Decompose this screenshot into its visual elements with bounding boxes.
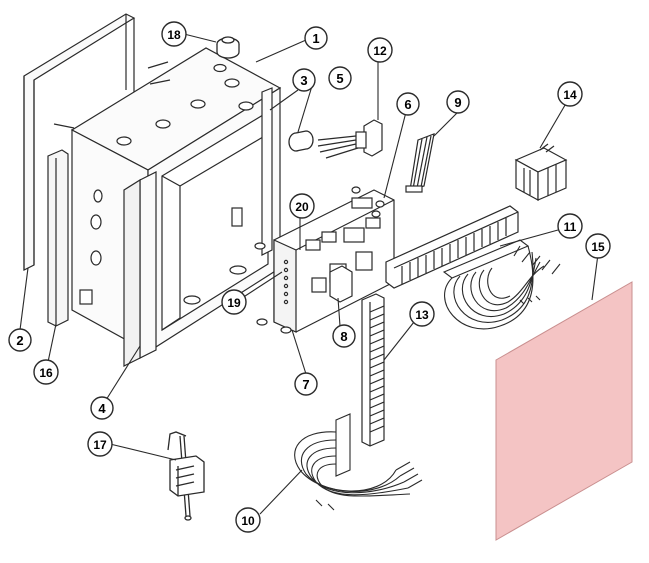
callout-18: 18 — [161, 21, 187, 47]
part-1-enclosure-box — [70, 47, 282, 354]
callout-9: 9 — [446, 90, 470, 114]
part-15-panel — [495, 281, 633, 541]
part-3-bracket — [261, 87, 273, 256]
callout-12-label: 12 — [373, 44, 387, 58]
callout-2-label: 2 — [16, 333, 23, 348]
callout-13: 13 — [409, 301, 435, 327]
mounting-studs — [53, 61, 171, 129]
callout-16-label: 16 — [39, 366, 53, 380]
part-5-cap — [288, 130, 314, 152]
part-9-ribbon-cable — [405, 133, 435, 193]
callout-7-label: 7 — [302, 377, 309, 392]
callout-11-label: 11 — [564, 220, 577, 234]
callout-1: 1 — [304, 26, 328, 50]
callout-19-label: 19 — [227, 296, 241, 310]
callout-14: 14 — [557, 81, 583, 107]
callout-9-label: 9 — [454, 95, 461, 110]
part-8-relay — [329, 265, 353, 303]
callout-14-label: 14 — [563, 88, 577, 102]
panel-surface — [495, 281, 633, 541]
callout-12: 12 — [367, 37, 393, 63]
callout-10: 10 — [235, 507, 261, 533]
part-16-side-rail — [47, 149, 69, 327]
callout-20: 20 — [289, 193, 315, 219]
part-18-bushing — [216, 36, 240, 59]
callout-18-label: 18 — [167, 28, 181, 42]
part-7-circuit-board — [254, 186, 395, 334]
part-11-wire-loops — [442, 239, 561, 330]
callout-3-label: 3 — [300, 73, 307, 88]
callout-11: 11 — [557, 213, 583, 239]
leader-lines — [19, 33, 599, 515]
callout-3: 3 — [292, 68, 316, 92]
callout-6-label: 6 — [404, 97, 411, 112]
part-2-mounting-channel — [23, 13, 136, 271]
callout-16: 16 — [33, 359, 59, 385]
callout-15: 15 — [585, 233, 611, 259]
part-10-wire-harness — [294, 413, 423, 511]
callout-1-label: 1 — [312, 31, 319, 46]
callout-5-label: 5 — [336, 71, 343, 86]
callout-19: 19 — [221, 289, 247, 315]
part-4-front-strap — [123, 171, 157, 367]
callout-6: 6 — [396, 92, 420, 116]
callout-15-label: 15 — [591, 240, 605, 254]
callout-10-label: 10 — [241, 514, 255, 528]
part-13-terminal-strip — [361, 293, 385, 447]
callout-2: 2 — [8, 328, 32, 352]
callout-17: 17 — [87, 431, 113, 457]
callout-13-label: 13 — [415, 308, 429, 322]
callout-4: 4 — [90, 396, 114, 420]
part-11-terminal-block — [385, 205, 519, 289]
callout-7: 7 — [294, 372, 318, 396]
part-14-transformer — [514, 143, 568, 202]
callout-20-label: 20 — [295, 200, 309, 214]
part-17-latch-hook — [167, 431, 205, 521]
part-12-connector — [317, 119, 383, 159]
callout-8-label: 8 — [340, 329, 347, 344]
callout-17-label: 17 — [93, 438, 107, 452]
callout-8: 8 — [332, 324, 356, 348]
callout-4-label: 4 — [98, 401, 106, 416]
callout-5: 5 — [328, 66, 352, 90]
